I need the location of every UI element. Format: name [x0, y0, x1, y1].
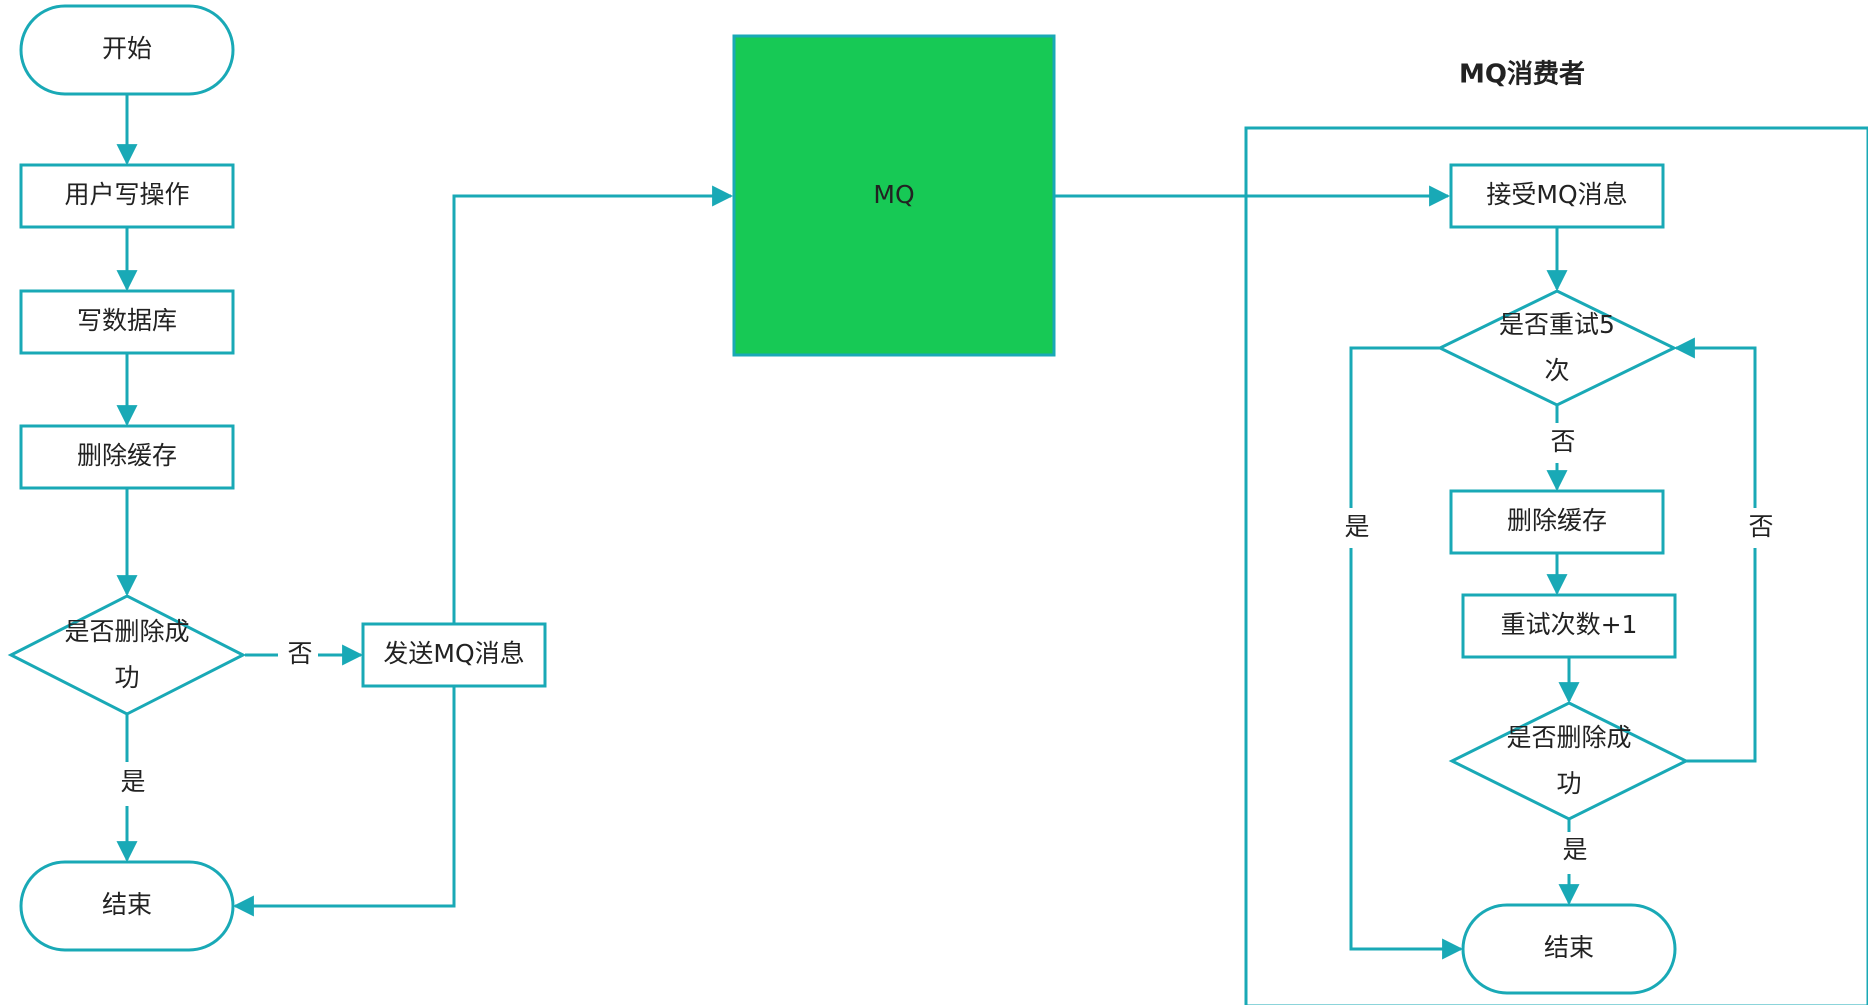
consumer-container: [1244, 126, 1868, 1005]
delete-cache-node-2: 删除缓存: [1449, 489, 1665, 555]
user-write-node: 用户写操作: [19, 163, 235, 229]
retry-count-label: 重试次数+1: [1501, 610, 1638, 639]
end-label-1: 结束: [102, 890, 152, 919]
delete-success-decision-2: 是否删除成 功: [1448, 701, 1690, 821]
edge-decision2-no-part-2: [1673, 337, 1757, 508]
delete-success-label-1a: 是否删除成: [64, 617, 189, 646]
end-label-2: 结束: [1544, 933, 1594, 962]
delete-cache-label-2: 删除缓存: [1507, 506, 1607, 535]
end-node-1: 结束: [19, 860, 235, 952]
delete-success-decision-1: 是否删除成 功: [7, 594, 247, 716]
end-node-2: 结束: [1461, 903, 1677, 995]
edge-send-mq-to-mq: [452, 185, 734, 624]
write-db-label: 写数据库: [77, 306, 177, 335]
edge-label-yes-retry: 是: [1344, 512, 1369, 541]
send-mq-label: 发送MQ消息: [383, 639, 524, 668]
edge-label-no-1: 否: [287, 639, 312, 668]
retry-count-node: 重试次数+1: [1461, 593, 1677, 659]
user-write-label: 用户写操作: [64, 180, 189, 209]
mq-label: MQ: [873, 180, 914, 209]
mq-node: MQ: [732, 34, 1056, 357]
receive-mq-node: 接受MQ消息: [1449, 163, 1665, 229]
edge-send-mq-to-end: [232, 686, 456, 917]
receive-mq-label: 接受MQ消息: [1486, 180, 1627, 209]
edge-label-yes-2: 是: [1562, 835, 1587, 864]
edge-decision2-no-part-1: [1686, 548, 1757, 763]
consumer-title: MQ消费者: [1459, 60, 1585, 90]
edge-label-yes-1: 是: [120, 767, 145, 796]
send-mq-node: 发送MQ消息: [361, 622, 547, 688]
delete-success-label-2b: 功: [1556, 769, 1581, 798]
delete-cache-node-1: 删除缓存: [19, 424, 235, 490]
edge-retry-yes-part-1: [1349, 346, 1440, 508]
edge-label-no-retry: 否: [1550, 427, 1575, 456]
edge-label-no-loop: 否: [1748, 512, 1773, 541]
start-label: 开始: [102, 34, 152, 63]
retry-5-decision: 是否重试5 次: [1436, 289, 1678, 407]
delete-cache-label-1: 删除缓存: [77, 441, 177, 470]
delete-success-label-1b: 功: [114, 663, 139, 692]
write-db-node: 写数据库: [19, 289, 235, 355]
start-node: 开始: [19, 4, 235, 96]
retry-5-label-b: 次: [1544, 356, 1569, 385]
edge-retry-yes-part-2: [1349, 548, 1464, 960]
delete-success-label-2a: 是否删除成: [1506, 723, 1631, 752]
retry-5-label-a: 是否重试5: [1499, 310, 1615, 339]
